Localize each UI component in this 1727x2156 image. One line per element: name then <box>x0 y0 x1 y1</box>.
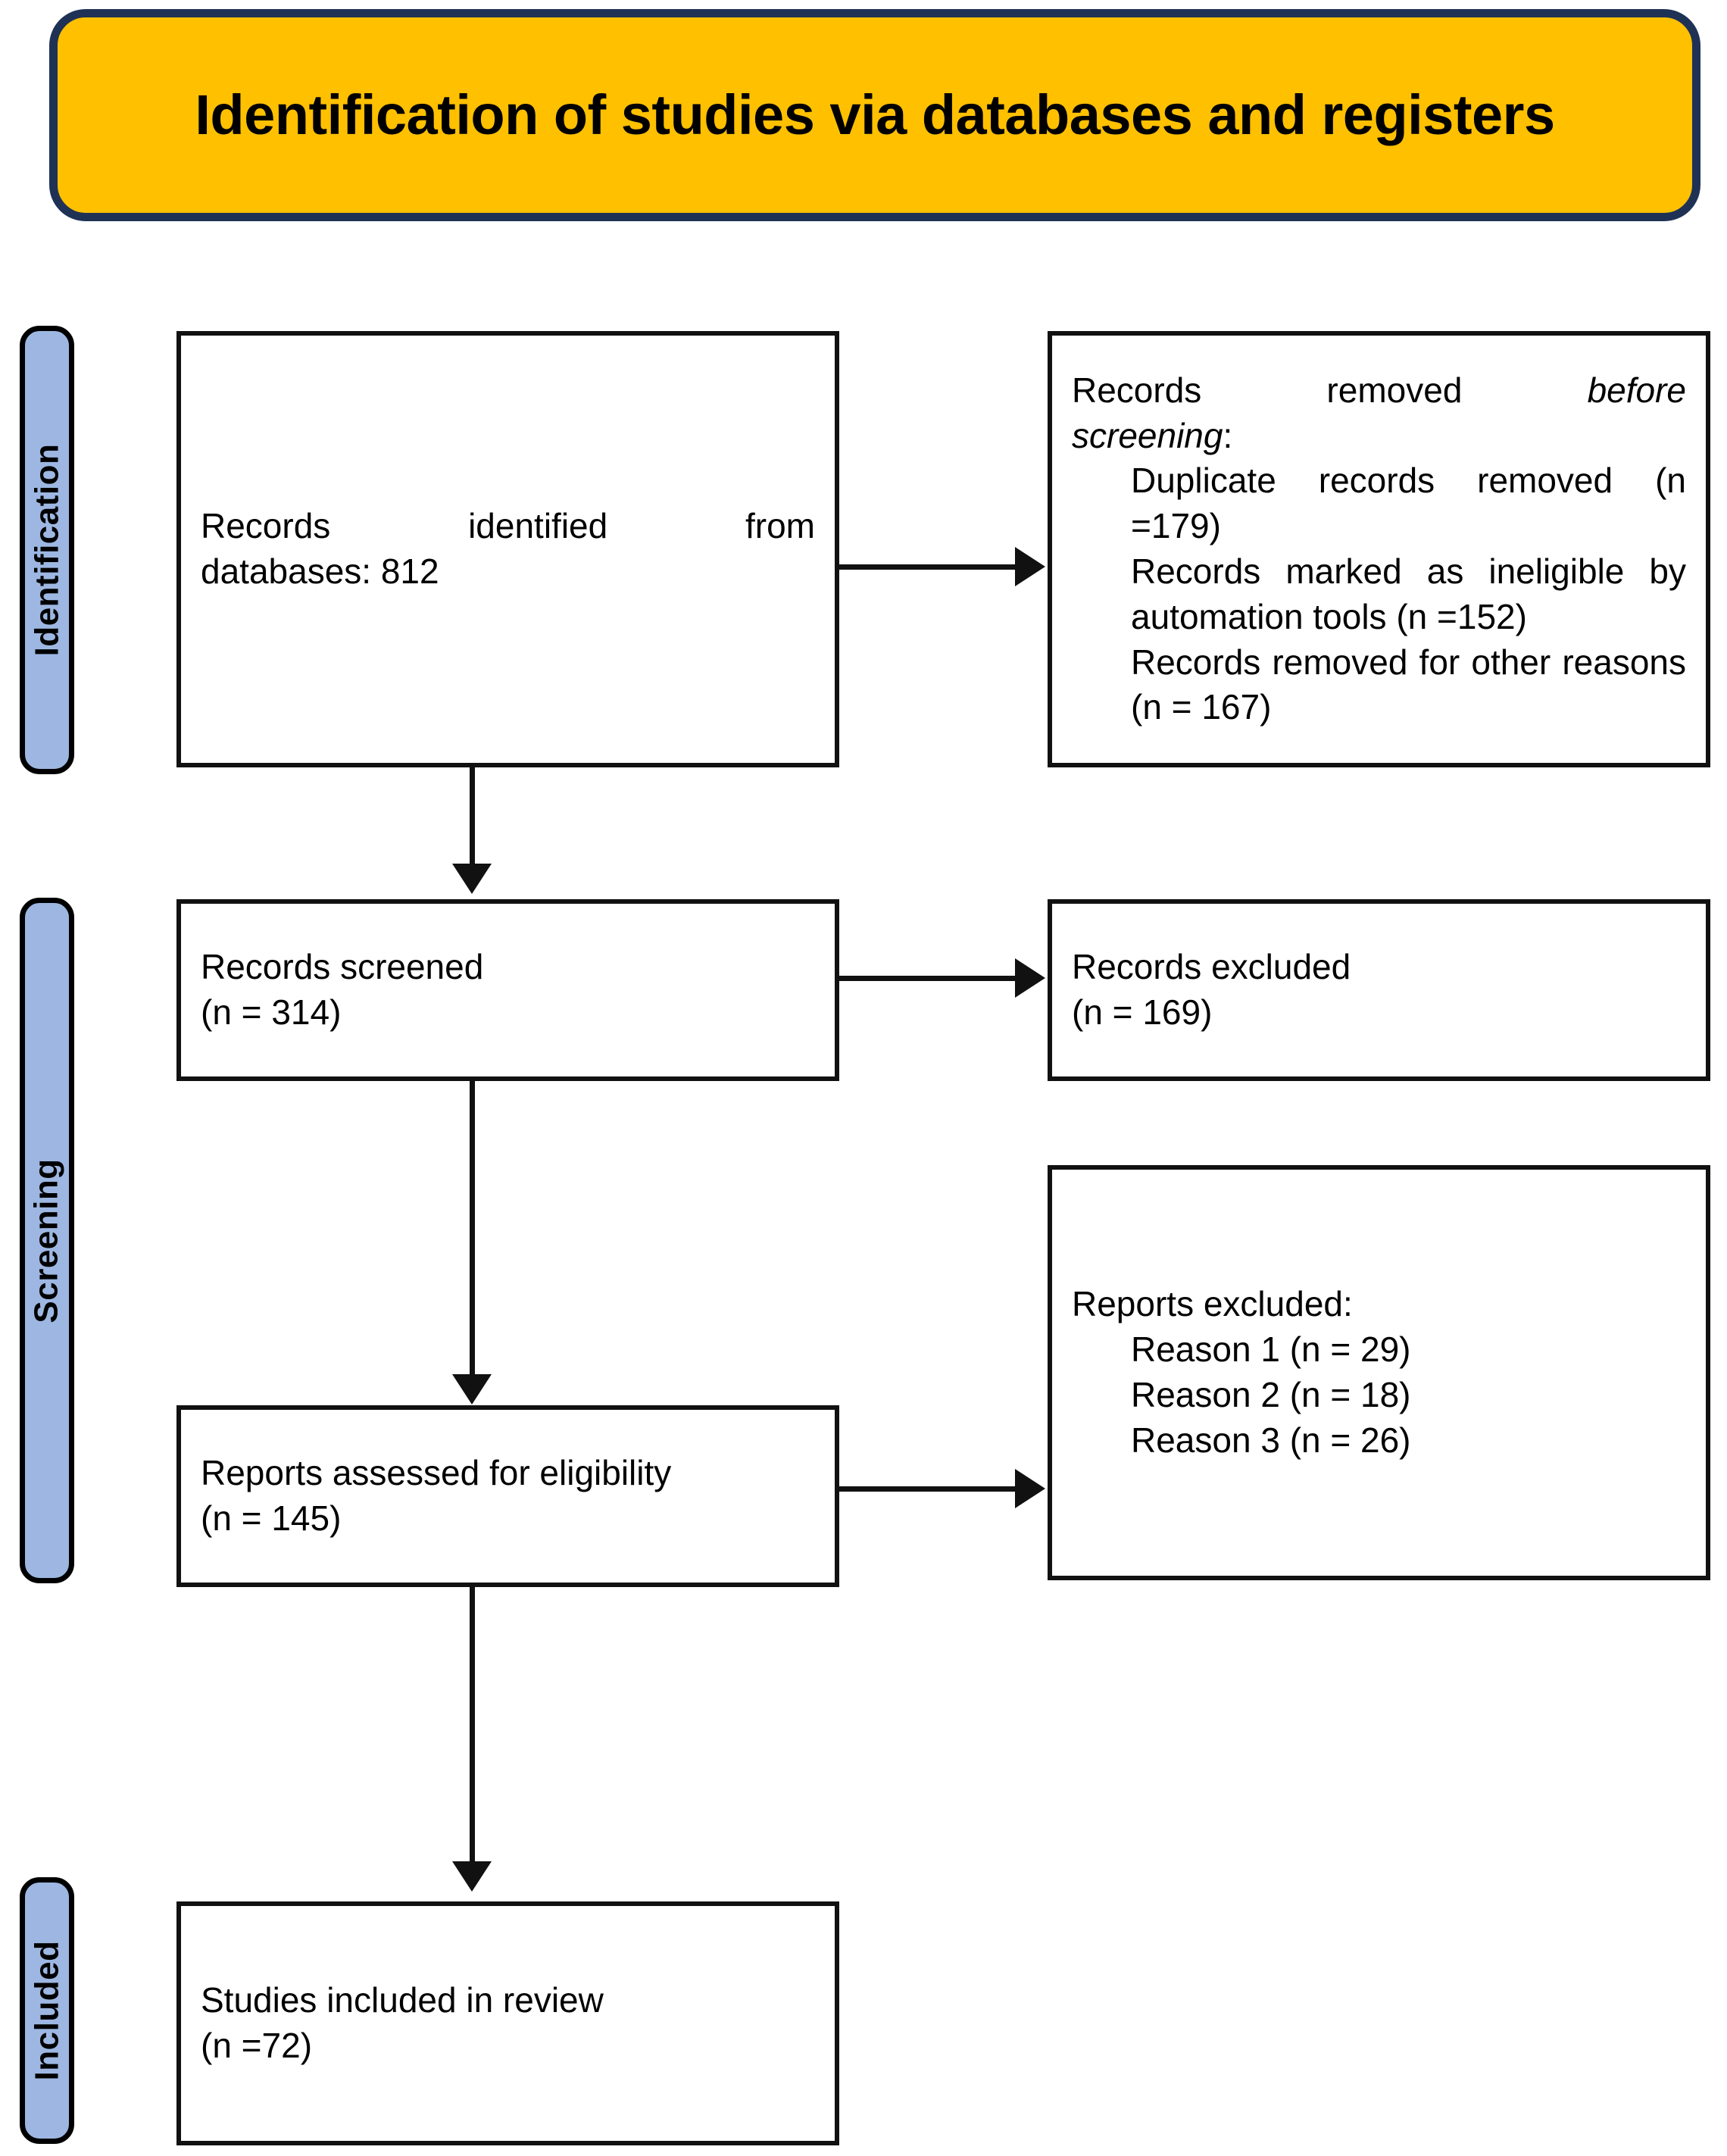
stage-label-identification-text: Identification <box>28 443 65 657</box>
records-removed-heading-colon: : <box>1223 415 1233 455</box>
arrowhead-screened-to-excluded <box>1015 958 1045 998</box>
stage-label-screening-text: Screening <box>28 1158 65 1323</box>
box-records-removed-before-screening: Records removed before screening: Duplic… <box>1048 331 1710 767</box>
connector-identified-to-screened <box>470 767 475 866</box>
diagram-header-banner: Identification of studies via databases … <box>49 9 1700 221</box>
reports-excluded-heading: Reports excluded: <box>1072 1284 1353 1324</box>
records-removed-heading-line2: screening: <box>1072 414 1686 459</box>
stage-label-included-text: Included <box>28 1940 65 2081</box>
box-reports-assessed: Reports assessed for eligibility (n = 14… <box>176 1405 839 1587</box>
stage-label-included: Included <box>20 1877 74 2144</box>
box-records-identified-text: Records identified from databases: 812 <box>181 504 835 595</box>
reports-assessed-line-2: (n = 145) <box>201 1498 342 1538</box>
records-excluded-line-1: Records excluded <box>1072 947 1351 987</box>
connector-screened-to-excluded <box>839 976 1015 981</box>
arrowhead-assessed-to-reports-excluded <box>1015 1469 1045 1508</box>
box-reports-excluded: Reports excluded: Reason 1 (n = 29) Reas… <box>1048 1165 1710 1580</box>
records-removed-heading-italic-before: before <box>1587 370 1686 410</box>
records-removed-heading-line1: Records removed before <box>1072 368 1686 414</box>
reports-excluded-item-3: Reason 3 (n = 26) <box>1131 1420 1411 1460</box>
studies-included-line-2: (n =72) <box>201 2026 313 2065</box>
arrowhead-assessed-to-included <box>452 1861 492 1892</box>
records-identified-line-2: databases: 812 <box>201 551 439 591</box>
box-records-screened-text: Records screened (n = 314) <box>181 945 835 1036</box>
records-removed-item-1: Duplicate records removed (n =179) <box>1131 461 1686 546</box>
box-studies-included-text: Studies included in review (n =72) <box>181 1978 835 2069</box>
records-identified-line-1: Records identified from <box>201 506 815 546</box>
arrowhead-identified-to-screened <box>452 864 492 894</box>
records-removed-item-3: Records removed for other reasons (n = 1… <box>1131 642 1686 727</box>
connector-assessed-to-reports-excluded <box>839 1486 1015 1492</box>
box-records-excluded-text: Records excluded (n = 169) <box>1052 945 1706 1036</box>
records-screened-line-2: (n = 314) <box>201 992 342 1032</box>
box-records-excluded: Records excluded (n = 169) <box>1048 899 1710 1081</box>
stage-label-identification: Identification <box>20 326 74 774</box>
box-records-removed-text: Records removed before screening: Duplic… <box>1052 368 1706 730</box>
connector-assessed-to-included <box>470 1587 475 1864</box>
connector-screened-to-assessed <box>470 1081 475 1376</box>
reports-assessed-line-1: Reports assessed for eligibility <box>201 1453 672 1493</box>
arrowhead-screened-to-assessed <box>452 1374 492 1405</box>
connector-identified-to-removed <box>839 564 1015 570</box>
page-title: Identification of studies via databases … <box>195 83 1555 147</box>
reports-excluded-item-1: Reason 1 (n = 29) <box>1131 1330 1411 1370</box>
records-excluded-line-2: (n = 169) <box>1072 992 1213 1032</box>
box-reports-assessed-text: Reports assessed for eligibility (n = 14… <box>181 1451 835 1542</box>
box-studies-included: Studies included in review (n =72) <box>176 1901 839 2145</box>
box-reports-excluded-text: Reports excluded: Reason 1 (n = 29) Reas… <box>1052 1282 1706 1463</box>
reports-excluded-item-2: Reason 2 (n = 18) <box>1131 1375 1411 1414</box>
records-removed-heading-plain: Records removed <box>1072 370 1588 410</box>
arrowhead-identified-to-removed <box>1015 547 1045 586</box>
box-records-identified: Records identified from databases: 812 <box>176 331 839 767</box>
stage-label-screening: Screening <box>20 898 74 1583</box>
studies-included-line-1: Studies included in review <box>201 1980 604 2020</box>
records-removed-heading-italic-screening: screening <box>1072 415 1223 455</box>
box-records-screened: Records screened (n = 314) <box>176 899 839 1081</box>
records-screened-line-1: Records screened <box>201 947 484 987</box>
records-removed-item-2: Records marked as ineligible by automati… <box>1131 551 1686 636</box>
